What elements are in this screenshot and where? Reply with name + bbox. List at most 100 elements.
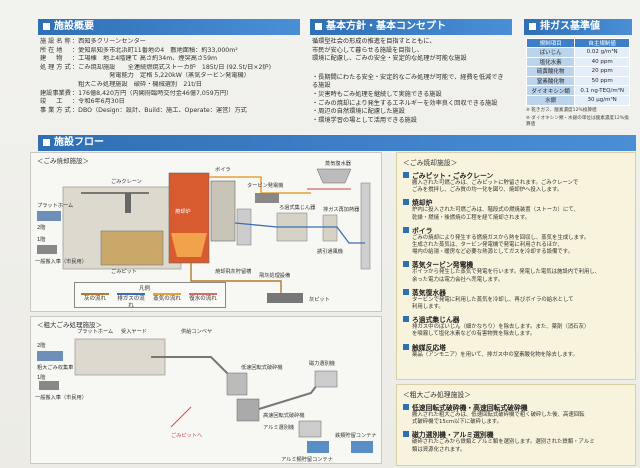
steam-condenser (316, 168, 352, 184)
bulky-label-truck: 粗大ごみ収集車 (37, 363, 73, 371)
bulky-label-receive: 受入ヤード (121, 327, 147, 335)
square-bullet-icon (403, 288, 409, 295)
desc-heading: 蒸気復水器 (403, 287, 629, 297)
bulky-flow-diagram: ＜粗大ごみ処理施設＞ プラットホーム 受入ヤード 供給コンベヤ 2階 粗大ごみ収… (30, 316, 382, 464)
bulky-flow-title: ＜粗大ごみ処理施設＞ (37, 321, 102, 329)
concept-intro-line: 市民が安心して暮らせる施設を目指し、 (312, 46, 424, 54)
chimney (360, 182, 371, 270)
legend-title: 凡例 (139, 286, 151, 292)
emission-col-item: 規制項目 (525, 38, 576, 48)
iron-container (351, 441, 373, 453)
concept-list-item: ・長期間にわたる安全・安定的なごみ処理が可能で、経費を低減できる施設 (312, 73, 504, 90)
label-floor1: 1階 (37, 235, 46, 243)
overview-row: 建設事業費：176億8,420万円（内閣府臨時交付金46億7,059万円） (40, 89, 233, 97)
magnetic-separator (314, 370, 338, 388)
desc-heading: ろ過式集じん器 (403, 314, 629, 324)
square-bullet-icon (403, 343, 409, 350)
desc-line: を噴霧して塩化水素などの有害物質を除去します。 (412, 331, 536, 338)
desc-line: ごみを撹拌し、ごみ質の均一化を図り、焼却炉へ投入します。 (412, 187, 563, 194)
flow-title: 施設フロー (54, 137, 104, 148)
desc-line: 式破砕機で15cm以下に破砕します。 (412, 419, 503, 426)
concept-header: 基本方針・基本コンセプト (310, 19, 512, 35)
bulky-description: ＜粗大ごみ処理施設＞ 低速回転式破砕機・高速回転式破砕機 搬入された粗大ごみは、… (396, 384, 636, 466)
bulky-label-conveyor: 供給コンベヤ (181, 327, 212, 335)
emission-note: ※ 乾きガス、酸素濃度12%換算値 (526, 107, 597, 113)
desc-heading: 低速回転式破砕機・高速回転式破砕機 (403, 402, 629, 412)
label-condenser: 蒸気復水器 (325, 159, 352, 167)
square-bullet-icon (403, 261, 409, 268)
label-general-car: 一般搬入車（市民用） (35, 257, 87, 265)
desc-line: タービンで発電に利用した蒸気を冷却し、再びボイラの給水として (412, 296, 574, 303)
incineration-description: ＜ごみ焼却施設＞ ごみピット・ごみクレーン 搬入された可燃ごみは、ごみピットに貯… (396, 152, 636, 380)
desc-heading: 磁力選別機・アルミ選別機 (403, 429, 629, 439)
desc-heading: 焼却炉 (403, 197, 629, 207)
overview-row: 施 設 名 称：西知多クリーンセンター (40, 38, 146, 45)
flow-legend: 凡例 灰の流れ 排ガスの流れ 蒸気の流れ 復水の流れ (74, 282, 226, 309)
bulky-general-car (39, 381, 59, 390)
label-gas-reheater: 排ガス再加熱器 (323, 205, 360, 213)
overview-row: 竣 工：令和6年6月30日 (40, 98, 125, 106)
steam-line (209, 176, 262, 193)
label-furnace: 焼却炉 (175, 207, 191, 215)
desc-heading: ごみピット・ごみクレーン (403, 170, 629, 180)
desc-line: 余った電力は電力会社へ売電します。 (412, 276, 504, 283)
incineration-flow-svg: ごみクレーン ボイラ タービン発電機 蒸気復水器 ろ過式集じん器 排ガス再加熱器… (35, 159, 371, 303)
legend-swatch (153, 293, 181, 295)
turbine-generator (255, 193, 279, 203)
square-bullet-icon (403, 404, 409, 410)
desc-heading: ボイラ (403, 225, 629, 235)
bulky-desc-title: ＜粗大ごみ処理施設＞ (403, 391, 471, 399)
legend-swatch (81, 293, 109, 295)
square-bullet-icon (403, 199, 409, 206)
emission-title: 排ガス基準値 (540, 21, 600, 32)
high-speed-crusher (236, 398, 260, 422)
concept-block: 循環型社会の形成の推進を目指すとともに、 市民が安心して暮らせる施設を目指し、 … (312, 38, 508, 125)
label-crane: ごみクレーン (111, 177, 142, 185)
square-bullet-icon (403, 431, 409, 438)
overview-row: 発電能力 定格 5,220kW（蒸気タービン発電機） (72, 72, 250, 80)
cooling-tower (236, 208, 252, 246)
low-speed-crusher (226, 372, 248, 396)
desc-line: 薬品（アンモニア）を用いて、排ガス中の窒素酸化物を除去します。 (412, 351, 578, 358)
exhaust-gas-line (234, 222, 365, 244)
boiler-body (210, 180, 236, 242)
overview-row: 処 理 方 式：ごみ焼却施設 全連続燃焼式ストーカ炉 185t/日 (92.5t… (40, 63, 272, 71)
incineration-flow-title: ＜ごみ焼却施設＞ (37, 157, 89, 165)
bulky-label-crusher1: 低速回転式破砕機 (241, 363, 283, 371)
concept-list-item: ・ごみの焼却により発生するエネルギーを効率良く回収できる施設 (312, 99, 498, 107)
square-bullet-icon (403, 172, 409, 178)
flow-header: 施設フロー (38, 135, 636, 151)
label-ash-pit: 灰ピット (309, 295, 330, 303)
desc-line: 場内の給湯・暖房など必要な熱源としてガスを冷却する設備です。 (412, 249, 574, 256)
label-bagfilter: ろ過式集じん器 (279, 203, 316, 211)
bulky-flow-svg: プラットホーム 受入ヤード 供給コンベヤ 2階 粗大ごみ収集車 1階 一般搬入車… (35, 327, 377, 463)
desc-line: ボイラから発生した蒸気で発電を行います。発電した電気は施設内で利用し、 (412, 269, 601, 276)
label-fly-ash: 焼却飛灰貯留槽 (215, 267, 251, 275)
aluminum-separator (298, 420, 322, 438)
ash-line (190, 263, 282, 293)
label-fly-ash-treat: 飛灰処理設備 (259, 271, 290, 279)
desc-line: 炉内に投入された可燃ごみは、階段式の燃焼装置（ストーカ）にて、 (412, 207, 579, 214)
label-boiler: ボイラ (215, 165, 231, 173)
label-fan: 誘引通風機 (317, 247, 343, 255)
to-pit-line (170, 406, 192, 428)
bulky-label-magnet: 磁力選別機 (309, 359, 335, 367)
legend-swatch (117, 293, 145, 295)
overview-row: 所 在 地：愛知県知多市北浜町11番地の4 敷地面積：約33,000m² (40, 46, 238, 54)
bulky-label-iron-container: 鉄類貯留コンテナ (335, 431, 377, 439)
overview-title: 施設概要 (54, 21, 94, 32)
alu-container (307, 441, 329, 453)
concept-intro-line: 環境に配慮し、ごみの安全・安定的な処理が可能な施設 (312, 55, 467, 63)
bulky-building (74, 338, 166, 376)
overview-header: 施設概要 (38, 19, 300, 35)
legend-item-gas: 排ガスの流れ (117, 293, 145, 309)
concept-intro-line: 循環型社会の形成の推進を目指すとともに、 (312, 38, 436, 45)
concept-list-item: ・災害時もごみ処理を継続して実施できる施設 (312, 90, 442, 98)
